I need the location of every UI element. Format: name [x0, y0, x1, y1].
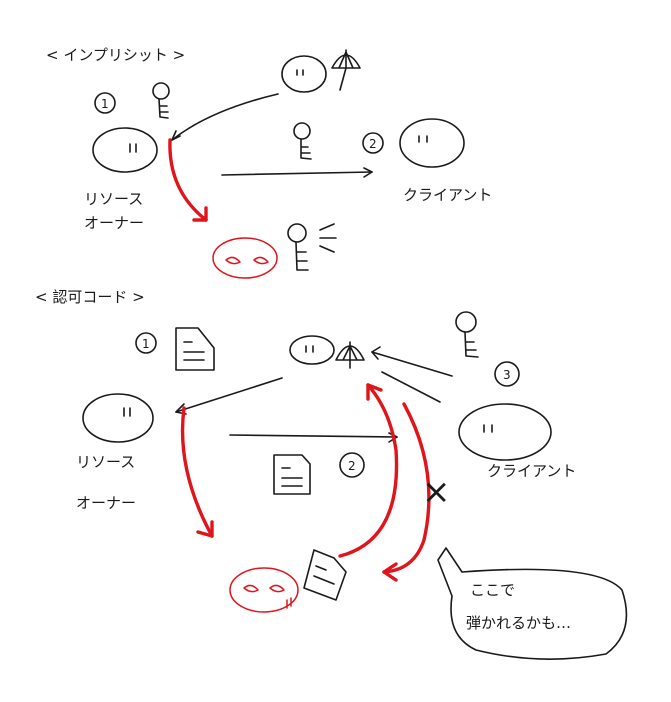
- key-icon-bottom: [455, 311, 479, 358]
- svg-text:1: 1: [101, 97, 109, 111]
- step-1-marker-bottom: 1: [135, 332, 157, 354]
- step-2-marker-top: 2: [362, 132, 384, 154]
- client-label-bottom: クライアント: [487, 462, 576, 480]
- resource-owner-face-bottom: [82, 393, 154, 443]
- resource-owner-label-top-2: オーナー: [84, 214, 144, 232]
- resource-owner-label-bottom-2: オーナー: [76, 494, 136, 512]
- document-icon-bottom-owner: [175, 327, 215, 371]
- umbrella-icon-top: [331, 49, 361, 91]
- key-icon-stolen: [287, 223, 337, 271]
- step-3-marker: 3: [494, 361, 520, 387]
- auth-server-face-top: [281, 55, 327, 93]
- speech-bubble: [437, 547, 628, 660]
- section-title-auth-code: < 認可コード >: [35, 288, 145, 306]
- arrow-client-to-server: [371, 346, 453, 403]
- attacker-to-server-arrow: [338, 383, 399, 558]
- speech-bubble-line-1: ここで: [470, 581, 515, 599]
- step-2-marker-bottom: 2: [339, 452, 365, 478]
- client-label-top: クライアント: [403, 186, 492, 204]
- attacker-face-top: [212, 237, 278, 279]
- client-face-top: [399, 118, 465, 168]
- svg-text:1: 1: [142, 337, 150, 351]
- attacker-steal-arrow-top: [168, 138, 208, 222]
- auth-server-face-bottom: [289, 335, 335, 365]
- svg-text:2: 2: [369, 137, 377, 151]
- key-icon-top-middle: [293, 122, 312, 160]
- attacker-steal-arrow-bottom: [180, 406, 214, 538]
- arrow-server-to-owner-top: [171, 93, 279, 141]
- server-to-attacker-arrow: [382, 402, 431, 582]
- cross-mark: ×: [422, 472, 451, 512]
- svg-text:3: 3: [503, 368, 511, 382]
- speech-bubble-line-2: 弾かれるかも…: [466, 614, 571, 632]
- resource-owner-face-top: [92, 127, 158, 173]
- document-icon-middle: [273, 454, 311, 495]
- resource-owner-label-bottom: リソース: [76, 453, 135, 471]
- arrow-owner-to-client-bottom: [229, 432, 398, 443]
- document-icon-attacker: [303, 549, 347, 601]
- step-1-marker-top: 1: [94, 92, 116, 114]
- resource-owner-label-top: リソース: [84, 190, 143, 208]
- svg-text:2: 2: [348, 459, 356, 473]
- client-face-bottom: [458, 403, 552, 461]
- key-icon-top-owner: [152, 82, 170, 119]
- attacker-face-bottom: [229, 567, 299, 613]
- section-title-implicit: < インプリシット >: [46, 46, 185, 64]
- arrow-server-to-owner-bottom: [175, 377, 283, 415]
- arrow-owner-to-client-top: [221, 167, 373, 178]
- umbrella-icon-bottom: [335, 341, 365, 369]
